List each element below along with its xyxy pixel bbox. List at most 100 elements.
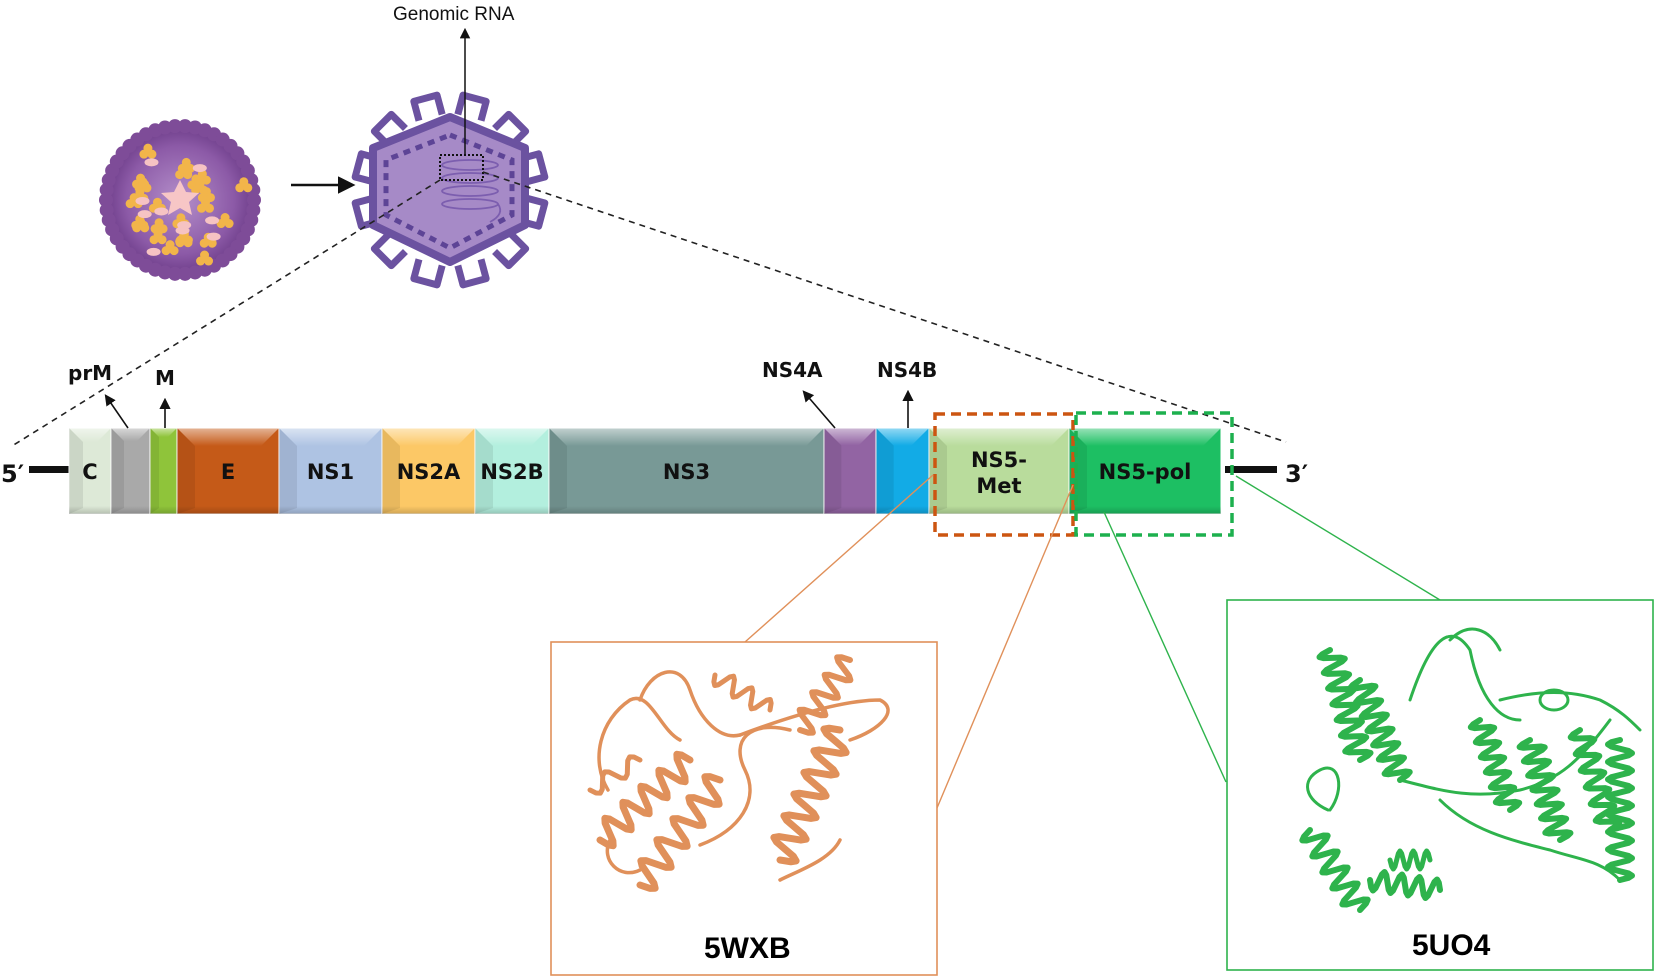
zoom-projection-lines <box>11 171 1287 447</box>
segment-shadow <box>382 506 475 514</box>
segment-NS1: NS1 <box>278 427 383 515</box>
callout-M: M <box>155 366 175 428</box>
coil-loop <box>1448 627 1502 652</box>
pdb-label-5WXB: 5WXB <box>704 932 791 965</box>
envelope-spike <box>370 110 408 148</box>
coil-loop <box>778 838 842 882</box>
alpha-helix <box>1367 868 1443 902</box>
alpha-helix <box>1299 827 1371 913</box>
ns5-met-highlight-box <box>933 412 1075 537</box>
alpha-helix <box>770 724 850 866</box>
segment-shadow <box>929 506 1069 514</box>
segment-shadow <box>150 506 177 514</box>
envelope-protein-cluster <box>235 177 253 193</box>
segment-NS3: NS3 <box>548 427 825 515</box>
segment-bevel <box>177 428 195 514</box>
rna-focus-box <box>439 154 484 181</box>
surface-patch <box>205 216 220 225</box>
segment-prM <box>110 427 151 515</box>
alpha-helix <box>711 672 774 713</box>
ns5-met-ribbon-structure <box>587 654 890 892</box>
segment-block <box>68 427 112 515</box>
segment-NS4A <box>823 427 877 515</box>
envelope-protein-cluster <box>149 229 167 245</box>
segment-bevel <box>111 428 124 514</box>
surface-patch <box>146 247 161 256</box>
membrane-protein <box>99 193 113 207</box>
three-prime-label: 3′ <box>1285 460 1308 488</box>
segment-shadow <box>549 506 824 514</box>
nucleocapsid-boundary <box>383 132 515 251</box>
envelope-protein-cluster <box>175 164 193 180</box>
segment-bevel <box>279 428 297 514</box>
alpha-helix <box>1316 647 1374 763</box>
capsid-shell <box>369 113 529 266</box>
segment-bevel <box>150 428 159 514</box>
coil-loop <box>698 725 792 847</box>
membrane-protein <box>247 193 261 207</box>
five-prime-utr <box>29 466 69 473</box>
membrane-protein <box>99 203 114 218</box>
segment-bevel <box>279 428 382 446</box>
segment-NS2B: NS2B <box>474 427 550 515</box>
alpha-helix <box>1516 737 1574 843</box>
coil-loop <box>1408 634 1522 722</box>
three-prime-utr <box>1225 466 1277 473</box>
surface-patch <box>154 207 169 216</box>
envelope-protein-cluster <box>196 250 214 266</box>
segment-shadow <box>1069 506 1221 514</box>
segment-bevel <box>150 428 177 437</box>
coil-loop <box>1538 688 1570 712</box>
segment-shadow <box>69 506 111 514</box>
membrane-protein <box>167 119 182 134</box>
envelope-protein-cluster <box>150 218 168 234</box>
coil-loop <box>638 670 742 738</box>
coil-loop <box>1398 718 1612 796</box>
callout-NS4B: NS4B <box>877 358 937 428</box>
segment-bevel <box>549 428 824 446</box>
envelope-spike <box>370 232 408 270</box>
segment-shadow <box>876 506 929 514</box>
coil-loop <box>597 696 682 792</box>
callout-label-NS4B: NS4B <box>877 358 937 382</box>
structure-panel-frame <box>1226 599 1654 971</box>
alpha-helix <box>1347 677 1413 783</box>
rna-coil <box>441 159 502 223</box>
segment-bevel <box>824 428 842 514</box>
segment-NS5-Met: NS5-Met <box>928 427 1070 515</box>
mature-virion-illustration <box>99 119 261 281</box>
segment-bevel <box>549 428 567 514</box>
ns5-met-connector-lines <box>744 474 1074 809</box>
segment-bevel <box>876 428 929 446</box>
surface-patch <box>206 232 221 241</box>
envelope-protein-cluster <box>134 177 152 193</box>
segment-shadow <box>111 506 150 514</box>
coil-loop <box>1498 691 1642 732</box>
alpha-helix <box>596 750 694 850</box>
coil-loop <box>738 698 890 742</box>
callout-label-prM: prM <box>68 361 112 385</box>
segment-bevel <box>177 428 279 446</box>
five-prime-label: 5′ <box>1 460 24 488</box>
surface-patch <box>135 196 150 205</box>
segment-bevel <box>1069 428 1221 446</box>
segment-label-NS3: NS3 <box>663 460 710 484</box>
envelope-spikes <box>351 91 549 289</box>
segment-label-NS5-pol: NS5-pol <box>1099 460 1192 484</box>
segment-E: E <box>176 427 280 515</box>
segment-shadow <box>177 506 279 514</box>
segment-label-E: E <box>221 460 235 484</box>
surface-patch <box>144 158 159 167</box>
ns5-pol-ribbon-structure <box>1299 627 1642 913</box>
segment-bevel <box>876 428 894 514</box>
callout-label-NS4A: NS4A <box>762 358 823 382</box>
segment-bevel <box>824 428 876 446</box>
coil-loop <box>1438 798 1622 882</box>
structure-panel-5WXB: 5WXB <box>550 641 938 976</box>
ns5-pol-highlight-box <box>1074 411 1234 537</box>
segment-bevel <box>69 428 83 514</box>
surface-patch <box>192 164 207 173</box>
segment-NS4B <box>875 427 930 515</box>
